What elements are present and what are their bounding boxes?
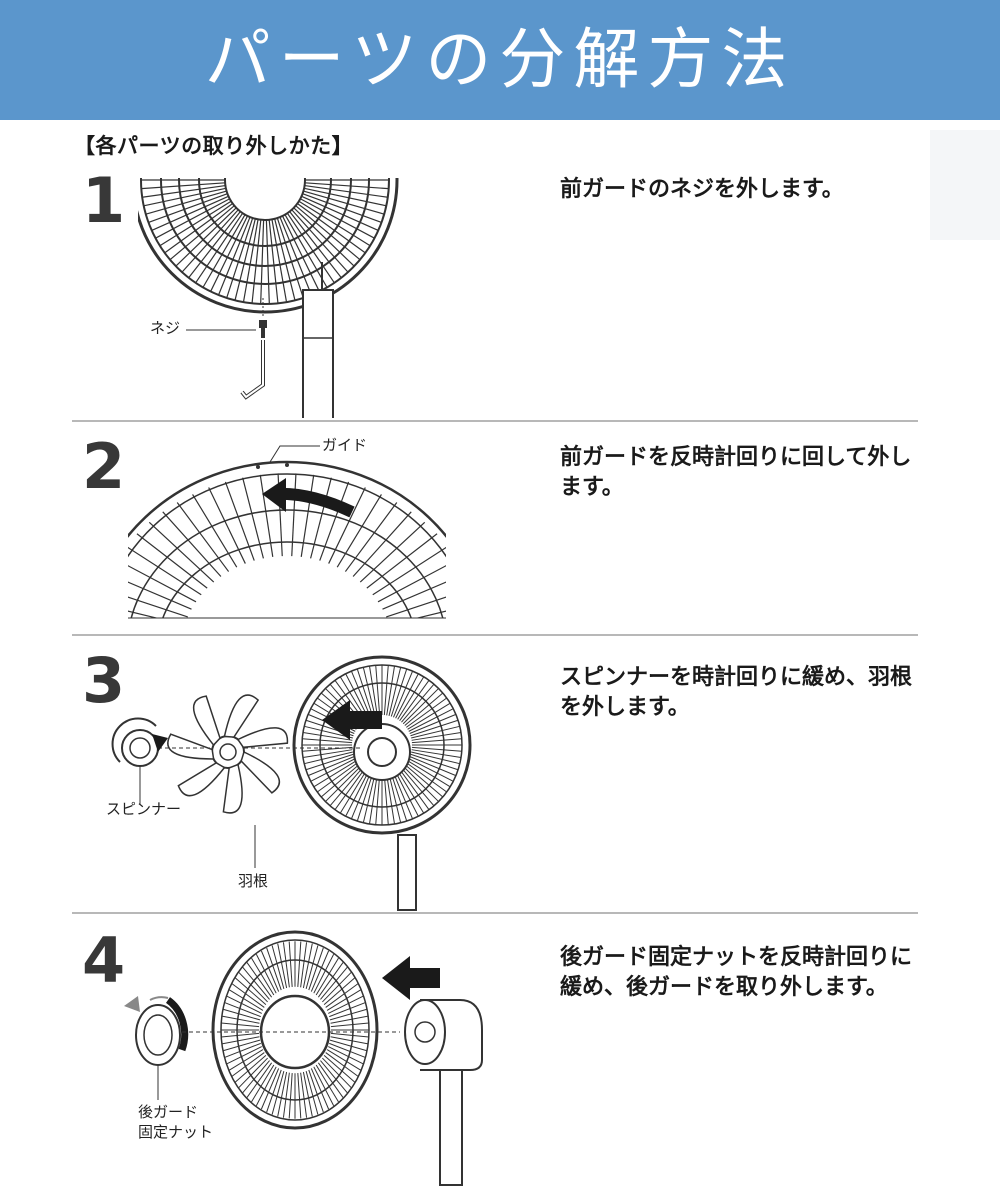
step-3-number: 3 (82, 644, 126, 717)
step-2-text: 前ガードを反時計回りに回して外します。 (560, 445, 912, 500)
divider-2 (72, 634, 918, 636)
step-1-number: 1 (82, 164, 126, 237)
divider-3 (72, 912, 918, 914)
side-tab (930, 130, 1000, 240)
page-header: パーツの分解方法 (0, 0, 1000, 120)
step-3-text: スピンナーを時計回りに緩め、羽根を外します。 (560, 665, 913, 720)
step-1-text: 前ガードのネジを外します。 (560, 177, 844, 202)
step-3-label-blade: 羽根 (238, 872, 269, 890)
divider-1 (72, 420, 918, 422)
page-title: パーツの分解方法 (204, 21, 796, 98)
step-2-number: 2 (82, 430, 126, 503)
step-4-label-fixing-nut: 固定ナット (138, 1123, 214, 1141)
step-4-number: 4 (82, 924, 126, 997)
step-1-label-screw: ネジ (150, 319, 181, 337)
step-4-text: 後ガード固定ナットを反時計回りに緩め、後ガードを取り外します。 (560, 945, 913, 1000)
section-subtitle: 【各パーツの取り外しかた】 (74, 134, 354, 158)
step-4-label-rear-guard: 後ガード (138, 1103, 199, 1121)
step-3-label-spinner: スピンナー (106, 800, 182, 818)
step-2-label-guide: ガイド (322, 436, 368, 454)
